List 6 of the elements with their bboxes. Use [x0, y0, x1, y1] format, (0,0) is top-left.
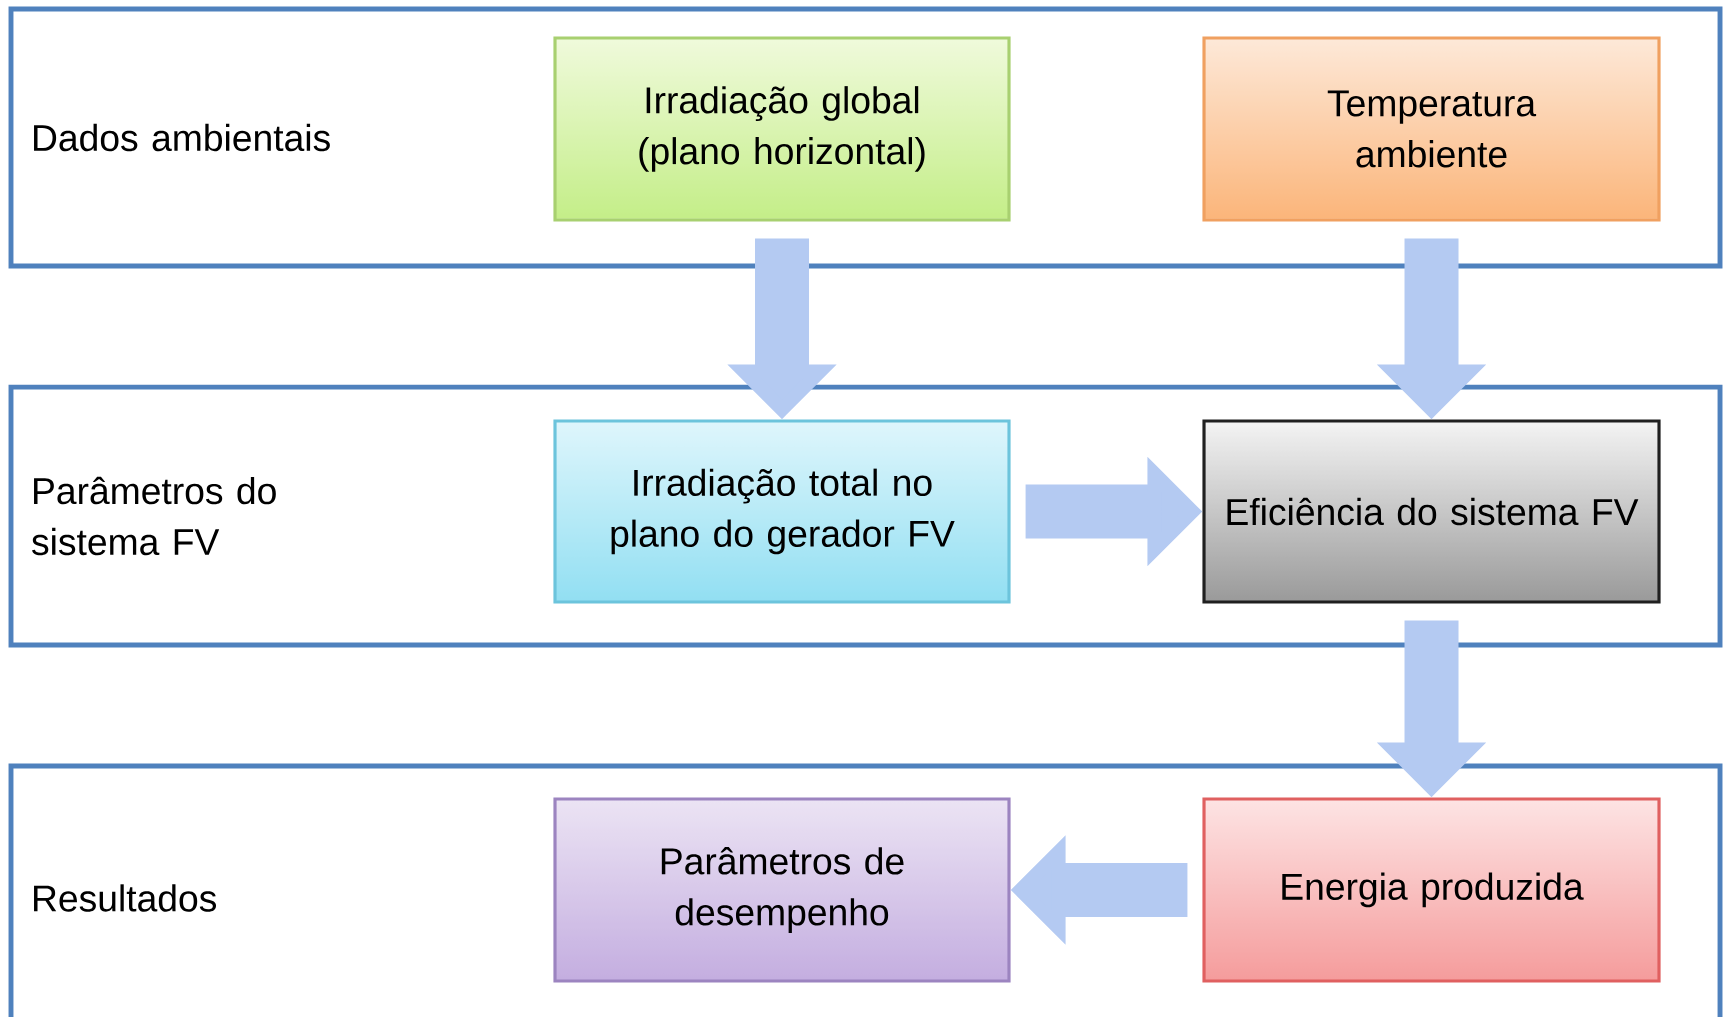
- process-box: Eficiência do sistema FV: [1202, 419, 1661, 604]
- process-box: Temperatura ambiente: [1202, 36, 1661, 222]
- process-box: Irradiação global (plano horizontal): [553, 36, 1011, 222]
- process-box: Irradiação total no plano do gerador FV: [553, 419, 1011, 604]
- process-box: Energia produzida: [1202, 797, 1661, 983]
- process-box: Parâmetros de desempenho: [553, 797, 1011, 983]
